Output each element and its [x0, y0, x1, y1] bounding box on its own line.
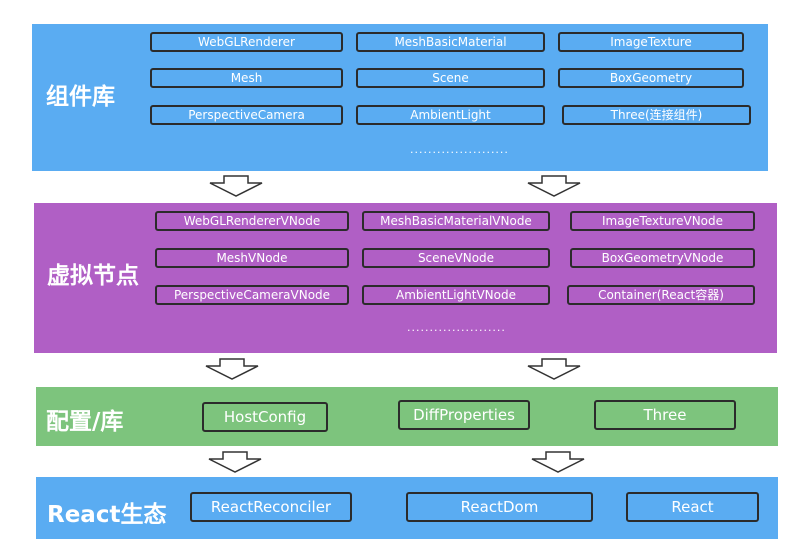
down-arrow-icon	[205, 358, 259, 380]
vnode-box: MeshVNode	[155, 248, 349, 268]
component-box: ImageTexture	[558, 32, 744, 52]
vnode-box: PerspectiveCameraVNode	[155, 285, 349, 305]
component-box: BoxGeometry	[558, 68, 744, 88]
ecosystem-box: React	[626, 492, 759, 522]
config-box: HostConfig	[202, 402, 328, 432]
band-title: 虚拟节点	[47, 263, 139, 289]
vnode-box: SceneVNode	[362, 248, 550, 268]
config-box: Three	[594, 400, 736, 430]
component-box: WebGLRenderer	[150, 32, 343, 52]
band-title: React生态	[47, 502, 167, 528]
component-box: PerspectiveCamera	[150, 105, 343, 125]
component-box: Three(连接组件)	[562, 105, 751, 125]
down-arrow-icon	[531, 451, 585, 473]
band-title: 组件库	[46, 84, 115, 110]
band-react-ecosystem: React生态 ReactReconciler ReactDom React	[36, 477, 778, 539]
component-box: Mesh	[150, 68, 343, 88]
config-box: DiffProperties	[398, 400, 530, 430]
ecosystem-box: ReactDom	[406, 492, 593, 522]
component-box: AmbientLight	[356, 105, 545, 125]
band-config-library: 配置/库 HostConfig DiffProperties Three	[36, 387, 778, 446]
down-arrow-icon	[209, 175, 263, 197]
vnode-box: ImageTextureVNode	[570, 211, 755, 231]
down-arrow-icon	[208, 451, 262, 473]
more-ellipsis: ......................	[410, 143, 509, 156]
vnode-box: WebGLRendererVNode	[155, 211, 349, 231]
down-arrow-icon	[527, 358, 581, 380]
vnode-box: Container(React容器)	[567, 285, 755, 305]
down-arrow-icon	[527, 175, 581, 197]
vnode-box: BoxGeometryVNode	[570, 248, 755, 268]
component-box: Scene	[356, 68, 545, 88]
ecosystem-box: ReactReconciler	[190, 492, 352, 522]
more-ellipsis: ......................	[407, 321, 506, 334]
band-title: 配置/库	[46, 409, 124, 435]
vnode-box: MeshBasicMaterialVNode	[362, 211, 550, 231]
band-virtual-nodes: 虚拟节点 WebGLRendererVNode MeshBasicMateria…	[34, 203, 777, 353]
component-box: MeshBasicMaterial	[356, 32, 545, 52]
band-component-library: 组件库 WebGLRenderer MeshBasicMaterial Imag…	[32, 24, 768, 171]
vnode-box: AmbientLightVNode	[362, 285, 550, 305]
